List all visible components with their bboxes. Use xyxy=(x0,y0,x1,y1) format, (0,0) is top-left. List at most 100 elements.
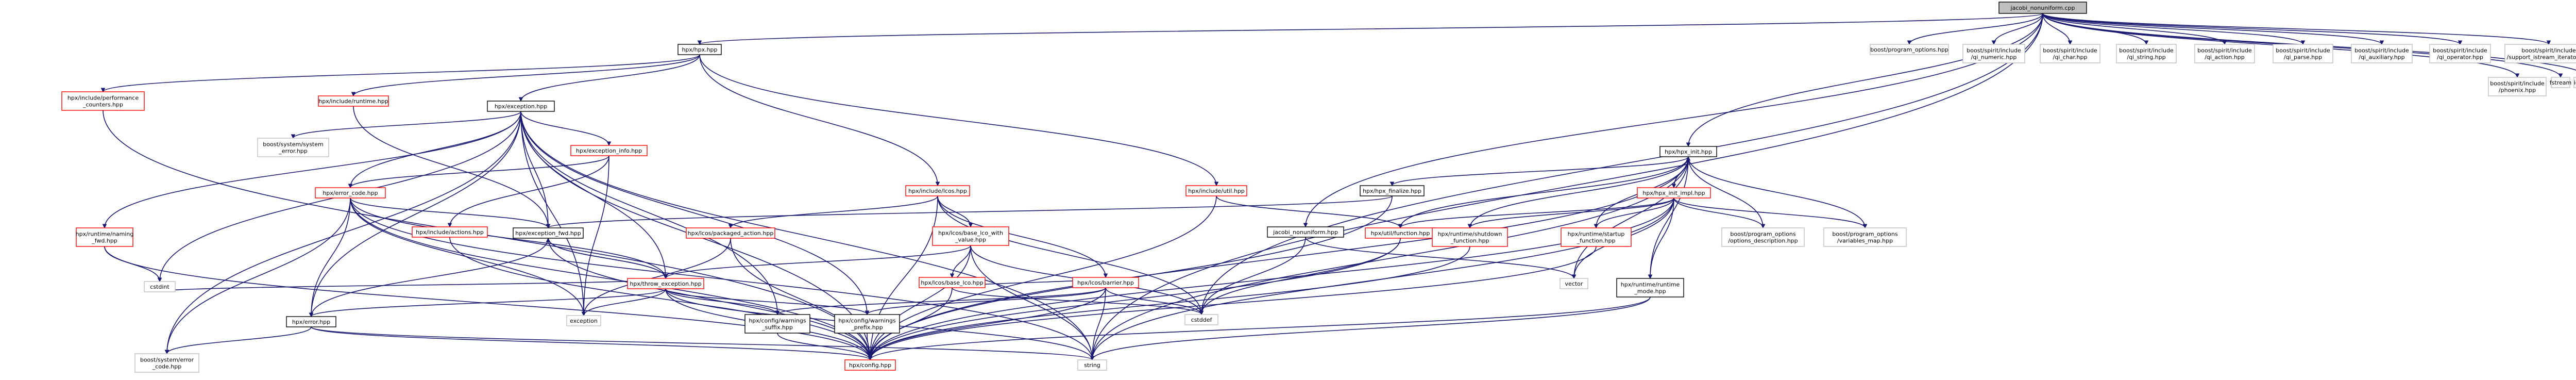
node-nonuniform[interactable]: jacobi_nonuniform.hpp xyxy=(1267,226,1344,238)
node-varmap[interactable]: boost/program_options/variables_map.hpp xyxy=(1823,227,1907,247)
node-label-vector-line-0: vector xyxy=(1565,280,1583,287)
arrowhead-hpx-to-lcos xyxy=(935,181,940,187)
node-pkgaction[interactable]: hpx/lcos/packaged_action.hpp xyxy=(686,227,775,239)
node-errcode[interactable]: hpx/error_code.hpp xyxy=(315,187,386,199)
node-label-spirititer-line-1: /support_istream_iterator.hpp xyxy=(2507,54,2576,61)
node-spiritparse[interactable]: boost/spirit/include/qi_parse.hpp xyxy=(2273,44,2333,63)
node-spiritnumeric[interactable]: boost/spirit/include/qi_numeric.hpp xyxy=(1962,44,2025,63)
edge-initimpl-to-optdesc xyxy=(1673,197,1764,228)
node-spiritaction[interactable]: boost/spirit/include/qi_action.hpp xyxy=(2194,44,2255,63)
node-label-lcos-line-0: hpx/include/lcos.hpp xyxy=(908,188,967,194)
node-warnprefix[interactable]: hpx/config/warnings_prefix.hpp xyxy=(834,314,900,334)
edge-initimpl-to-startup xyxy=(1596,197,1674,228)
node-excfwd[interactable]: hpx/exception_fwd.hpp xyxy=(513,227,584,239)
node-spiritchar[interactable]: boost/spirit/include/qi_char.hpp xyxy=(2040,44,2100,63)
edge-initimpl-to-runtimemode xyxy=(1650,197,1674,279)
node-box-finalize xyxy=(1360,185,1425,196)
node-label-spiritaction-line-0: boost/spirit/include xyxy=(2197,47,2252,54)
arrowhead-root-to-spiritop xyxy=(2458,40,2463,45)
edge-nonuniform-to-vector xyxy=(1305,237,1574,279)
node-spirititer[interactable]: boost/spirit/include/support_istream_ite… xyxy=(2504,44,2576,63)
arrowhead-initimpl-to-shutdown xyxy=(1467,224,1472,229)
node-shutdown[interactable]: hpx/runtime/shutdown_function.hpp xyxy=(1432,227,1508,247)
node-utilfunc[interactable]: hpx/util/function.hpp xyxy=(1365,227,1436,239)
node-spiritstring[interactable]: boost/spirit/include/qi_string.hpp xyxy=(2116,44,2177,63)
node-sysconf[interactable]: boost/system/system_error.hpp xyxy=(257,138,329,157)
node-iostream[interactable]: iostream xyxy=(2573,77,2576,88)
node-util[interactable]: hpx/include/util.hpp xyxy=(1185,185,1247,196)
edge-root-to-spiritaux xyxy=(2042,13,2382,45)
arrowhead-throwexc-to-warnsuffix xyxy=(775,310,780,316)
node-label-string-line-0: string xyxy=(1084,362,1100,369)
node-initimpl[interactable]: hpx/hpx_init_impl.hpp xyxy=(1637,187,1711,199)
node-label-syserr-line-1: _code.hpp xyxy=(152,364,181,370)
edge-exception-to-sysconf xyxy=(293,111,521,139)
node-label-util-line-0: hpx/include/util.hpp xyxy=(1188,188,1245,194)
node-label-pkgaction-line-0: hpx/lcos/packaged_action.hpp xyxy=(688,230,774,237)
node-perf[interactable]: hpx/include/performance_counters.hpp xyxy=(61,91,145,111)
node-label-baselco-line-1: _value.hpp xyxy=(955,237,986,243)
arrowhead-initimpl-to-utilfunc xyxy=(1398,224,1403,229)
node-root[interactable]: jacobi_nonuniform.cpp xyxy=(1998,2,2087,14)
node-warnsuffix[interactable]: hpx/config/warnings_suffix.hpp xyxy=(744,314,810,334)
node-spiritaux[interactable]: boost/spirit/include/qi_auxiliary.hpp xyxy=(2351,44,2413,63)
edge-root-to-spiritnumeric xyxy=(1993,13,2043,45)
node-optdesc[interactable]: boost/program_options/options_descriptio… xyxy=(1721,227,1805,247)
node-runtimemode[interactable]: hpx/runtime/runtime_mode.hpp xyxy=(1616,278,1684,298)
node-label-spirititer-line-0: boost/spirit/include xyxy=(2521,47,2576,54)
node-spiritop[interactable]: boost/spirit/include/qi_operator.hpp xyxy=(2429,44,2491,63)
node-error[interactable]: hpx/error.hpp xyxy=(286,316,336,327)
node-phoenix[interactable]: boost/spirit/include/phoenix.hpp xyxy=(2488,77,2547,96)
node-finalize[interactable]: hpx/hpx_finalize.hpp xyxy=(1360,185,1425,196)
node-baselcohpp[interactable]: hpx/lcos/base_lco.hpp xyxy=(919,277,986,288)
arrowhead-hpxinit-to-finalize xyxy=(1389,181,1395,187)
node-label-naming-line-0: hpx/runtime/naming xyxy=(76,231,134,238)
node-config[interactable]: hpx/config.hpp xyxy=(844,359,896,371)
arrowhead-root-to-nonuniform xyxy=(1303,223,1308,228)
node-string[interactable]: string xyxy=(1077,359,1107,371)
nodes-layer: jacobi_nonuniform.cpp hpx/hpx.hpp hpx/incl… xyxy=(61,2,2576,373)
node-progopts[interactable]: boost/program_options.hpp xyxy=(1870,44,1949,55)
node-label-actions-line-0: hpx/include/actions.hpp xyxy=(416,229,484,236)
node-vector[interactable]: vector xyxy=(1560,278,1588,289)
node-syserr[interactable]: boost/system/error_code.hpp xyxy=(134,353,199,373)
node-fstream[interactable]: fstream xyxy=(2550,77,2571,88)
node-naming[interactable]: hpx/runtime/naming_fwd.hpp xyxy=(76,227,134,247)
arrowhead-root-to-progopts xyxy=(1907,40,1912,45)
node-box-progopts xyxy=(1870,44,1949,55)
node-throwexc[interactable]: hpx/throw_exception.hpp xyxy=(627,278,704,289)
node-box-error xyxy=(286,316,336,327)
edge-excinfo-to-excstd xyxy=(583,155,609,316)
edge-error-to-syserr xyxy=(166,326,312,354)
node-barrier[interactable]: hpx/lcos/barrier.hpp xyxy=(1072,277,1139,288)
node-startup[interactable]: hpx/runtime/startup_function.hpp xyxy=(1561,227,1632,247)
node-box-util xyxy=(1185,185,1247,196)
arrowhead-exception-to-naming xyxy=(102,224,107,229)
node-baselco[interactable]: hpx/lcos/base_lco_with_value.hpp xyxy=(932,226,1009,246)
node-box-optdesc xyxy=(1721,227,1805,247)
node-cstddef[interactable]: cstddef xyxy=(1184,314,1218,325)
node-actions[interactable]: hpx/include/actions.hpp xyxy=(412,226,488,238)
node-exception[interactable]: hpx/exception.hpp xyxy=(487,101,555,112)
node-hpxinit[interactable]: hpx/hpx_init.hpp xyxy=(1659,146,1717,157)
node-label-initimpl-line-0: hpx/hpx_init_impl.hpp xyxy=(1642,190,1705,196)
edge-baselco-to-string xyxy=(970,245,1093,360)
node-label-baselco-line-0: hpx/lcos/base_lco_with xyxy=(938,230,1003,237)
node-label-optdesc-line-1: /options_description.hpp xyxy=(1728,238,1798,244)
node-box-iostream xyxy=(2573,77,2576,88)
edge-throwexc-to-warnsuffix xyxy=(665,288,778,315)
node-runtime[interactable]: hpx/include/runtime.hpp xyxy=(318,95,389,107)
edge-nonuniform-to-cstddef xyxy=(1201,237,1306,315)
edge-exception-to-warnprefix xyxy=(520,111,868,315)
node-lcos[interactable]: hpx/include/lcos.hpp xyxy=(905,185,970,196)
node-hpx[interactable]: hpx/hpx.hpp xyxy=(677,44,722,55)
node-excstd[interactable]: exception xyxy=(566,315,601,326)
edge-excfwd-to-error xyxy=(311,238,549,317)
edge-throwexc-to-excfwd xyxy=(548,238,666,279)
node-cstdint[interactable]: cstdint xyxy=(144,281,176,292)
node-excinfo[interactable]: hpx/exception_info.hpp xyxy=(570,145,648,156)
node-label-spiritaction-line-1: /qi_action.hpp xyxy=(2205,54,2245,61)
node-box-warnsuffix xyxy=(744,314,810,334)
edge-throwexc-to-excstd xyxy=(583,288,666,316)
